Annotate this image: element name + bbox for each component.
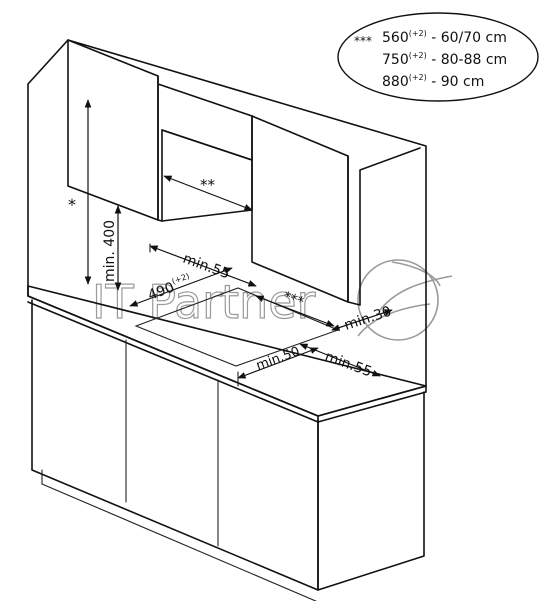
- base-front: [31, 299, 319, 591]
- cutout-490-dimension-line: [129, 267, 233, 307]
- legend-ellipse: [337, 12, 539, 102]
- hood-width-label: **: [200, 176, 216, 194]
- watermark-logo-icon: [357, 259, 439, 341]
- min-30-dimension-line: [331, 309, 393, 331]
- legend-row-3: 880(+2) - 90 cm: [382, 73, 484, 90]
- legend-bubble: *** 560(+2) - 60/70 cm 750(+2) - 80-88 c…: [337, 12, 539, 102]
- base-side: [317, 391, 425, 591]
- wall-cabinet-right-side: [347, 147, 421, 306]
- min-55-side-dimension-line: [299, 343, 381, 377]
- min-400-label: min. 400: [102, 220, 118, 282]
- countertop-side-edge: [317, 385, 427, 423]
- hood-cabinet: [157, 75, 253, 222]
- base-cabinets: [31, 299, 425, 601]
- legend-row-1: 560(+2) - 60/70 cm: [382, 29, 507, 46]
- min-55-side-label: min.55: [323, 349, 374, 381]
- hood-width-dimension-line: [163, 175, 253, 211]
- wall-cabinet-left: [67, 39, 159, 221]
- legend-row-2: 750(+2) - 80-88 cm: [382, 51, 507, 68]
- plinth: [41, 469, 318, 601]
- min-30-label: min.30: [342, 304, 393, 334]
- cutout-width-dimension-line: [255, 295, 335, 327]
- cutout-width-label: ***: [281, 289, 306, 311]
- dimension-lines: [84, 99, 393, 387]
- legend-marker: ***: [354, 34, 372, 48]
- min-55-back-dimension-line: [149, 245, 257, 287]
- wall-cabinets: [67, 39, 421, 306]
- height-marker-label: *: [68, 195, 76, 214]
